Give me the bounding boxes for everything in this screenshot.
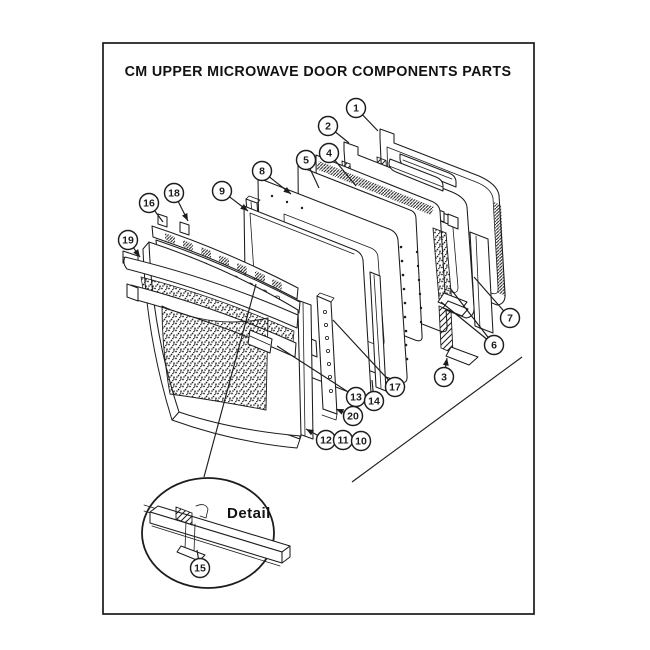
callout-5 <box>295 149 317 171</box>
arrowhead-8 <box>283 187 291 194</box>
detail-inset: Detail <box>141 477 291 589</box>
detail-label: Detail <box>227 505 271 522</box>
callout-number-12: 12 <box>320 435 332 447</box>
callout-2 <box>317 115 339 137</box>
edge-holes <box>415 250 423 324</box>
callout-number-19: 19 <box>122 235 134 247</box>
arrowhead-9 <box>240 204 248 211</box>
callout-6 <box>483 334 505 356</box>
front-door-19 <box>122 241 302 449</box>
callout-number-7: 7 <box>507 313 513 325</box>
callout-8 <box>251 160 273 182</box>
detail-latch-block <box>175 506 193 526</box>
leader-line-15 <box>196 549 199 559</box>
arrowhead-18 <box>182 213 188 221</box>
leader-line-2 <box>335 131 350 144</box>
arrowhead-19 <box>133 249 140 257</box>
bracket-3 <box>438 305 479 366</box>
arrowhead-3 <box>442 358 449 366</box>
callout-number-5: 5 <box>303 155 309 167</box>
leader-line-13 <box>276 345 349 393</box>
detail-leader-line <box>203 283 257 478</box>
callout-9 <box>211 180 233 202</box>
callout-15 <box>189 557 211 579</box>
leader-line-4 <box>334 160 357 187</box>
callout-number-20: 20 <box>347 411 359 423</box>
callout-number-3: 3 <box>441 372 447 384</box>
handle-recess <box>399 153 457 188</box>
seal-strip-6 <box>432 227 469 317</box>
callout-16 <box>138 192 160 214</box>
callout-number-17: 17 <box>389 382 401 394</box>
leader-line-14 <box>371 379 374 392</box>
callout-20 <box>342 405 364 427</box>
latch-tab <box>179 221 190 236</box>
leader-line-7 <box>473 276 505 312</box>
leader-line-1 <box>362 114 379 132</box>
leader-line-17 <box>332 319 389 381</box>
callout-19 <box>117 229 139 251</box>
callout-number-13: 13 <box>350 392 362 404</box>
callout-number-9: 9 <box>219 186 225 198</box>
reference-lines <box>203 283 523 483</box>
callout-10 <box>350 430 372 452</box>
callout-17 <box>384 376 406 398</box>
arrowhead-20 <box>336 409 345 415</box>
diagram-title: CM UPPER MICROWAVE DOOR COMPONENTS PARTS <box>125 64 512 80</box>
callout-14 <box>363 390 385 412</box>
callout-3 <box>433 366 455 388</box>
handle-end-bracket <box>247 329 273 354</box>
leader-line-16 <box>154 210 164 223</box>
leader-line-6 <box>449 287 489 338</box>
door-window <box>161 305 269 411</box>
leader-line-6 <box>440 301 487 340</box>
spacer-bar-7 <box>469 231 494 334</box>
diagram-border <box>102 42 535 615</box>
callout-number-15: 15 <box>194 563 206 575</box>
diagonal-line <box>351 356 523 483</box>
callout-number-4: 4 <box>326 148 332 160</box>
callout-4 <box>318 142 340 164</box>
callout-number-14: 14 <box>368 396 380 408</box>
callout-number-8: 8 <box>259 166 265 178</box>
callout-number-16: 16 <box>143 198 155 210</box>
callout-7 <box>499 307 521 329</box>
top-lip <box>123 256 299 329</box>
callout-number-18: 18 <box>168 188 180 200</box>
callout-number-11: 11 <box>337 435 348 447</box>
callout-18 <box>163 182 185 204</box>
callout-1 <box>345 97 367 119</box>
arrowhead-12 <box>306 429 314 436</box>
hinge-plate-holes-strip <box>316 292 338 421</box>
callout-number-6: 6 <box>491 340 497 352</box>
callout-number-1: 1 <box>353 103 359 115</box>
leader-line-5 <box>309 168 320 189</box>
callout-number-10: 10 <box>355 436 367 448</box>
callout-number-2: 2 <box>325 121 331 133</box>
